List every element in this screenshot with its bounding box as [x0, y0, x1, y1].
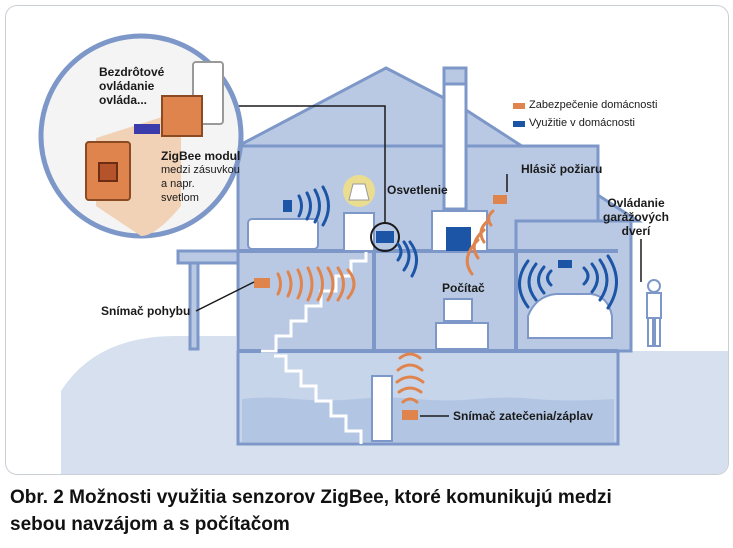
person: [646, 279, 662, 347]
chimney: [442, 82, 468, 211]
waves-light: [297, 185, 330, 227]
module-label-4: svetlom: [161, 192, 199, 204]
stairs-upper: [261, 251, 368, 353]
module-hub: [376, 231, 394, 243]
smoke-detector-label: Hlásič požiaru: [521, 162, 603, 176]
lamp-shade: [348, 183, 370, 201]
leader-motion: [195, 281, 255, 312]
bed: [247, 218, 319, 250]
stairs-lower: [274, 354, 363, 444]
porch-post: [188, 261, 200, 351]
desk: [435, 322, 489, 350]
sensor-fire: [493, 195, 507, 204]
sensor-flood: [402, 410, 418, 420]
nightstand: [343, 212, 375, 252]
waves-hub: [396, 240, 418, 278]
waves-motion: [276, 266, 356, 302]
sensor-motion: [254, 278, 270, 288]
caption-line-1: Obr. 2 Možnosti využitia senzorov ZigBee…: [10, 487, 612, 508]
garage-label-1: Ovládanie: [607, 196, 665, 210]
module-label-1: ZigBee modul: [161, 149, 241, 163]
car: [527, 293, 613, 339]
garage-label-2: garážových: [602, 210, 670, 224]
diagram-frame: Zabezpečenie domácnosti Využitie v domác…: [5, 5, 729, 475]
module-box: [161, 95, 203, 137]
flood-sensor-label: Snímač zatečenia/záplav: [453, 409, 594, 423]
garage-label-3: dverí: [621, 224, 651, 238]
legend-swatch-usage: [513, 121, 525, 127]
water-heater: [371, 375, 393, 442]
leader-module: [201, 105, 386, 223]
legend-swatch-security: [513, 103, 525, 109]
plug: [134, 124, 160, 134]
module-label-3: a napr.: [161, 178, 195, 190]
inset-circle: [38, 33, 244, 239]
remote-label-1: Bezdrôtové: [99, 65, 165, 79]
figure-caption: Obr. 2 Možnosti využitia senzorov ZigBee…: [10, 484, 725, 538]
waves-flood: [395, 352, 425, 404]
house-scene: [38, 33, 728, 474]
flood-water: [242, 397, 614, 442]
computer-label: Počítač: [442, 281, 485, 295]
motion-sensor-label: Snímač pohybu: [101, 304, 191, 318]
legend-security-label: Zabezpečenie domácnosti: [529, 99, 658, 111]
module-label-2: medzi zásuvkou: [161, 164, 240, 176]
porch-roof: [176, 249, 240, 265]
waves-fire: [465, 209, 495, 276]
waves-garage: [518, 254, 618, 310]
legend-usage-label: Využitie v domácnosti: [529, 117, 635, 129]
sensor-light: [283, 200, 292, 212]
sensor-garage: [558, 260, 572, 268]
monitor: [443, 298, 473, 322]
caption-line-2: sebou navzájom a s počítačom: [10, 514, 290, 535]
remote-label-3: ovláda...: [99, 93, 148, 107]
remote-label-2: ovládanie: [99, 79, 155, 93]
lighting-label: Osvetlenie: [387, 183, 448, 197]
